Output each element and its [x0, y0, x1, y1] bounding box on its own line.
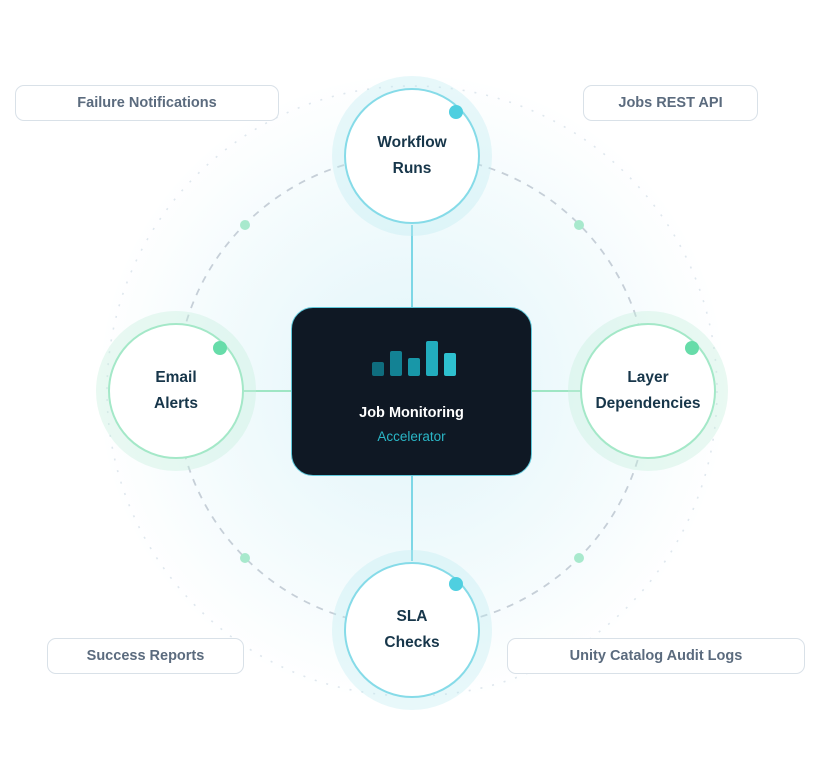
- node-label-line: Dependencies: [595, 395, 701, 412]
- node-label-line: Email: [155, 369, 197, 386]
- label-success-reports: Success Reports: [47, 638, 244, 674]
- center-card-job-monitoring[interactable]: Job Monitoring Accelerator: [291, 307, 532, 476]
- label-failure-notifications: Failure Notifications: [15, 85, 279, 121]
- status-dot: [449, 105, 463, 119]
- node-label-line: Checks: [384, 634, 440, 651]
- node-label-line: Workflow: [377, 134, 447, 151]
- center-title: Job Monitoring: [359, 405, 464, 421]
- orbit-dot: [240, 220, 250, 230]
- outer-orbit: [106, 85, 718, 697]
- orbit-dot: [240, 553, 250, 563]
- label-unity-catalog-audit-logs: Unity Catalog Audit Logs: [507, 638, 805, 674]
- center-subtitle: Accelerator: [377, 429, 446, 444]
- label-jobs-rest-api: Jobs REST API: [583, 85, 758, 121]
- status-dot: [449, 577, 463, 591]
- bar-chart-icon: [372, 340, 458, 376]
- node-label-line: Alerts: [154, 395, 198, 412]
- orbit-dot: [574, 220, 584, 230]
- node-label-line: Runs: [392, 160, 432, 177]
- node-label-line: Layer: [627, 369, 669, 386]
- node-label-line: SLA: [396, 608, 428, 625]
- orbit-dot: [574, 553, 584, 563]
- status-dot: [213, 341, 227, 355]
- status-dot: [685, 341, 699, 355]
